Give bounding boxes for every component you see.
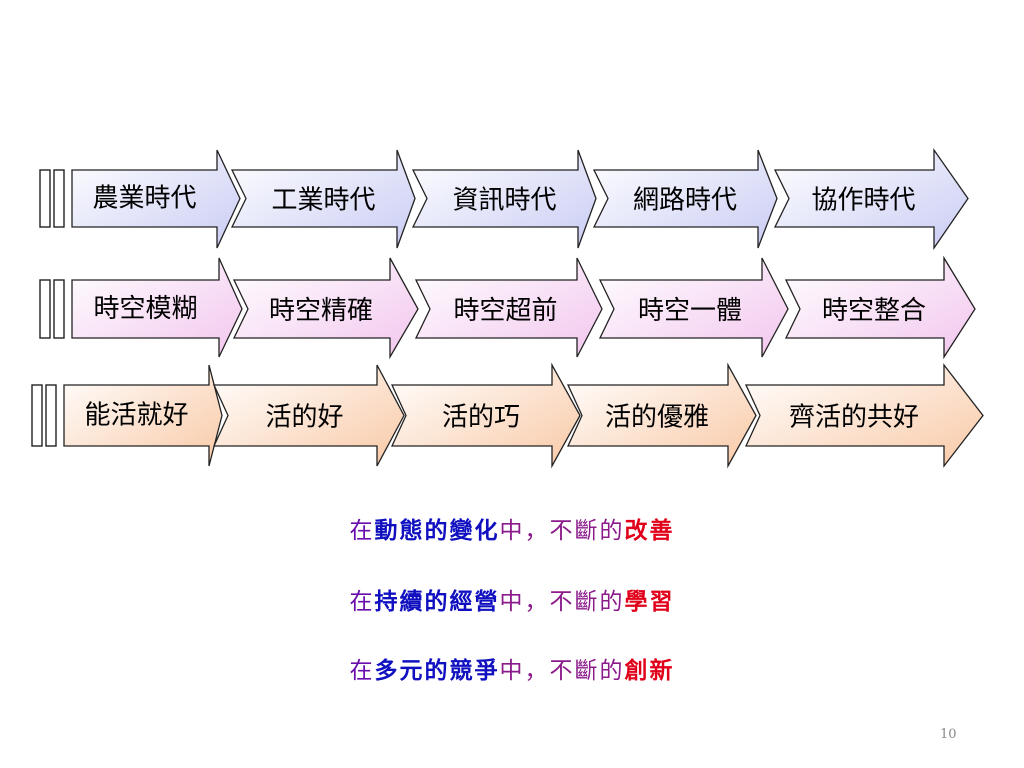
statement-3: 在多元的競爭中，不斷的創新: [0, 651, 1024, 685]
statement-1-middle: 中，不斷的: [499, 518, 625, 544]
row-1-bar-1: [39, 169, 51, 228]
row-3-chevron-4: [744, 363, 984, 468]
row-1-chevron-3: [592, 149, 778, 249]
row-1-chevron-2: [411, 149, 597, 249]
row-1-chevron-4-label: 協作時代: [811, 186, 915, 216]
row-3: 能活就好 活的好 活的巧 活的優雅 齊活的共好: [31, 362, 984, 469]
row-3-bar-1: [31, 384, 43, 447]
row-3-lead-arrow: [63, 364, 223, 467]
row-2-lead-arrow: [71, 257, 243, 358]
row-2-chevron-3: [598, 257, 789, 358]
statement-1-keyword: 動態的變化: [374, 517, 500, 544]
statement-2-keyword: 持續的經營: [374, 588, 500, 615]
row-2-bar-1: [39, 279, 51, 339]
row-2-chevron-1-label: 時空精確: [269, 296, 373, 326]
row-2-chevron-1: [232, 257, 419, 360]
row-2-lead-label: 時空模糊: [93, 294, 197, 324]
statement-3-result: 創新: [624, 657, 675, 684]
row-3-bar-2: [45, 384, 57, 447]
row-2-bar-2: [53, 279, 65, 339]
statement-1-prefix: 在: [349, 518, 375, 544]
statement-2-prefix: 在: [349, 589, 375, 615]
row-2-chevron-2: [414, 257, 603, 358]
row-2-chevron-4-label: 時空整合: [822, 296, 926, 326]
row-3-chevron-2-label: 活的巧: [442, 403, 520, 433]
statement-3-prefix: 在: [349, 658, 375, 684]
row-1-chevron-3-label: 網路時代: [633, 186, 737, 216]
statement-2-middle: 中，不斷的: [499, 589, 625, 615]
row-1-lead-arrow: [71, 149, 241, 249]
statement-1: 在動態的變化中，不斷的改善: [0, 511, 1024, 545]
statement-2-result: 學習: [624, 588, 675, 615]
row-1-chevron-2-label: 資訊時代: [452, 186, 556, 216]
row-3-chevron-3-label: 活的優雅: [605, 403, 709, 433]
page-number: 10: [940, 727, 957, 742]
statement-1-result: 改善: [624, 517, 675, 544]
statement-2: 在持續的經營中，不斷的學習: [0, 582, 1024, 616]
row-2-chevron-3-label: 時空一體: [638, 296, 742, 326]
row-1-chevron-1: [230, 149, 416, 249]
row-3-chevron-1: [212, 364, 405, 467]
row-2-chevron-4: [784, 255, 976, 360]
row-2-chevron-2-label: 時空超前: [453, 296, 557, 326]
row-3-chevron-3: [566, 362, 757, 469]
row-1-chevron-1-label: 工業時代: [271, 186, 375, 216]
row-3-chevron-4-label: 齊活的共好: [789, 403, 919, 433]
row-1-lead-label: 農業時代: [92, 184, 196, 214]
statement-3-keyword: 多元的競爭: [374, 657, 500, 684]
row-3-chevron-1-label: 活的好: [265, 403, 343, 433]
row-1-chevron-4: [773, 147, 969, 251]
statement-3-middle: 中，不斷的: [499, 658, 625, 684]
row-2: 時空模糊 時空精確 時空超前 時空一體 時空整合: [39, 255, 976, 360]
row-1: 農業時代 工業時代 資訊時代 網路時代 協作時代: [39, 147, 969, 251]
row-1-bar-2: [53, 169, 65, 228]
row-3-lead-label: 能活就好: [84, 401, 188, 431]
row-3-chevron-2: [390, 362, 581, 469]
